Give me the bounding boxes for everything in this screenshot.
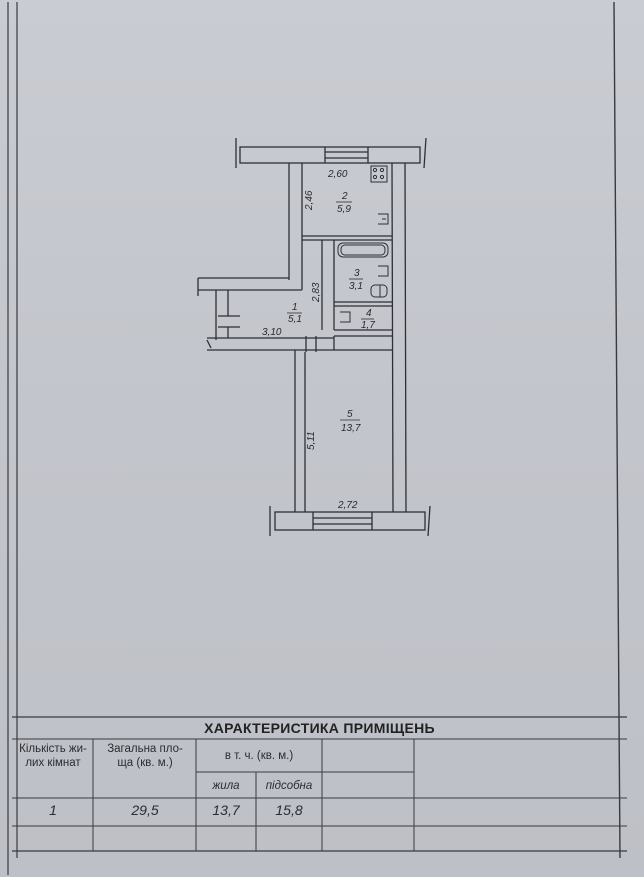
room-1-label: 1 5,1 [287, 302, 302, 325]
svg-text:13,7: 13,7 [341, 423, 361, 434]
header-auxiliary: підсобна [265, 780, 313, 792]
svg-text:5,1: 5,1 [288, 314, 302, 325]
value-living-area: 13,7 [212, 802, 240, 818]
room-3-label: 3 3,1 [349, 268, 363, 292]
room-labels: 2 5,9 3 3,1 1 5,1 4 1,7 5 1 [287, 191, 375, 434]
header-including: в т. ч. (кв. м.) [224, 750, 294, 762]
room-2-label: 2 5,9 [336, 191, 352, 215]
bathtub-icon [337, 242, 389, 258]
svg-text:4: 4 [366, 308, 372, 319]
svg-text:1: 1 [292, 302, 298, 313]
washbasin-icon [378, 265, 389, 277]
svg-text:5,9: 5,9 [337, 204, 351, 215]
room-5-label: 5 13,7 [340, 409, 361, 434]
dimension-labels: 2,60 2,46 2,83 3,10 5,11 2,72 [262, 169, 358, 511]
header-total-area: Загальна пло- ща (кв. м.) [107, 743, 183, 769]
svg-text:5: 5 [347, 409, 353, 420]
fixtures [337, 165, 389, 323]
dim-corridor-depth: 2,83 [311, 282, 322, 303]
value-total-area: 29,5 [131, 802, 159, 818]
table-grid [12, 738, 627, 851]
header-rooms-count: Кількість жи- лих кімнат [19, 743, 87, 769]
room-4-label: 4 1,7 [361, 308, 375, 331]
table-title: ХАРАКТЕРИСТИКА ПРИМІЩЕНЬ [204, 720, 435, 736]
toilet-sink-icon [340, 311, 351, 323]
dim-kitchen-depth: 2,46 [304, 190, 315, 211]
dim-hall-width: 3,10 [262, 327, 282, 338]
toilet-icon [370, 284, 388, 298]
kitchen-sink-icon [378, 213, 389, 225]
svg-text:1,7: 1,7 [361, 320, 375, 331]
svg-text:3,1: 3,1 [349, 281, 363, 292]
svg-text:2: 2 [341, 191, 348, 202]
svg-text:3: 3 [354, 268, 360, 279]
stove-icon [370, 165, 388, 183]
value-rooms-count: 1 [49, 802, 57, 818]
dim-kitchen-width: 2,60 [327, 169, 348, 180]
header-living: жила [212, 780, 240, 792]
walls [197, 137, 431, 537]
dim-room-depth: 5,11 [306, 431, 317, 450]
dim-room-width: 2,72 [337, 500, 358, 511]
value-auxiliary-area: 15,8 [275, 802, 303, 818]
page-frame [7, 1, 627, 875]
